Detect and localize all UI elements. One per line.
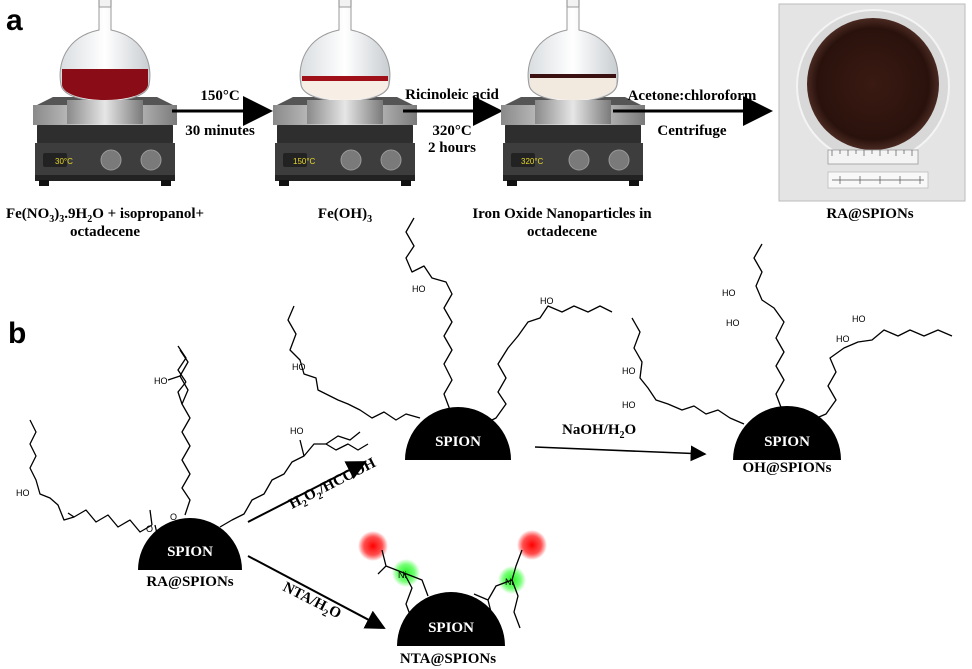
spion-label-oh: SPION	[764, 434, 810, 450]
hotplate-flask-2: 150°C	[272, 0, 418, 187]
step1-caption-line2: octadecene	[70, 224, 140, 240]
spion-label-epoxy: SPION	[435, 434, 481, 450]
step1-caption-line1: Fe(NO3)3.9H2O + isopropanol+	[6, 206, 204, 225]
oh-spion-structure: SPION HO HO HO HO HO HO	[622, 243, 953, 460]
nta-caption: NTA@SPIONs	[400, 651, 496, 667]
svg-text:O: O	[212, 524, 219, 534]
reaction3-reagent: NTA/H2O	[279, 579, 344, 625]
arrow3-top-label: Acetone:chloroform	[628, 88, 757, 104]
red-glow-left	[358, 531, 388, 561]
spion-label-ra: SPION	[167, 544, 213, 560]
arrow1-top-label: 150°C	[200, 88, 239, 104]
reaction-arrow-2	[534, 445, 707, 462]
spion-core-nta	[397, 592, 505, 646]
plate-temp-3: 320°C	[521, 157, 544, 166]
svg-text:Ni: Ni	[505, 577, 514, 587]
step3-caption-line2: octadecene	[527, 224, 597, 240]
epoxy-spion-structure: SPION HO HO HO	[287, 217, 613, 460]
svg-text:HO: HO	[290, 426, 304, 436]
svg-text:O: O	[146, 524, 153, 534]
reaction2-reagent: NaOH/H2O	[562, 422, 636, 441]
spion-core-epoxy	[405, 407, 511, 460]
arrow2-mid-label: 320°C	[432, 123, 471, 139]
arrow1-bottom-label: 30 minutes	[185, 123, 255, 139]
svg-text:HO: HO	[154, 376, 168, 386]
svg-text:O: O	[170, 512, 177, 522]
plate-temp-2: 150°C	[293, 157, 316, 166]
svg-text:HO: HO	[16, 488, 30, 498]
green-glow-left	[392, 559, 420, 587]
nta-spion-structure: SPION Ni Ni	[358, 530, 547, 646]
hotplate-flask-3: 320°C	[500, 0, 646, 187]
ra-caption: RA@SPIONs	[146, 574, 233, 590]
reaction-arrow-1	[247, 461, 367, 523]
svg-text:HO: HO	[540, 296, 554, 306]
svg-text:HO: HO	[836, 334, 850, 344]
reaction-arrow-3	[247, 555, 386, 629]
svg-text:HO: HO	[722, 288, 736, 298]
svg-text:HO: HO	[622, 400, 636, 410]
step2-caption: Fe(OH)3	[318, 206, 372, 225]
product-photo	[778, 3, 966, 202]
panel-b-label: b	[8, 317, 26, 350]
reaction1-reagent: H2O2/HCOOH	[287, 455, 381, 515]
plate-temp-1: 30°C	[55, 157, 73, 166]
svg-text:HO: HO	[622, 366, 636, 376]
arrow2-top-label: Ricinoleic acid	[405, 87, 499, 103]
svg-text:HO: HO	[412, 284, 426, 294]
svg-text:HO: HO	[852, 314, 866, 324]
product-caption: RA@SPIONs	[826, 206, 913, 222]
ra-spion-structure: SPION HO HO HO O O O	[16, 345, 369, 570]
svg-text:HO: HO	[726, 318, 740, 328]
arrow3-bottom-label: Centrifuge	[657, 123, 726, 139]
spion-label-nta: SPION	[428, 620, 474, 636]
svg-text:HO: HO	[292, 362, 306, 372]
panel-a-label: a	[6, 4, 23, 37]
red-glow-right	[517, 530, 547, 560]
step3-caption-line1: Iron Oxide Nanoparticles in	[472, 206, 652, 222]
hotplate-flask-1: 30°C	[32, 0, 178, 187]
spion-core-ra	[138, 518, 242, 570]
oh-caption: OH@SPIONs	[743, 460, 832, 476]
svg-text:Ni: Ni	[398, 570, 407, 580]
arrow2-bottom-label: 2 hours	[428, 140, 476, 156]
